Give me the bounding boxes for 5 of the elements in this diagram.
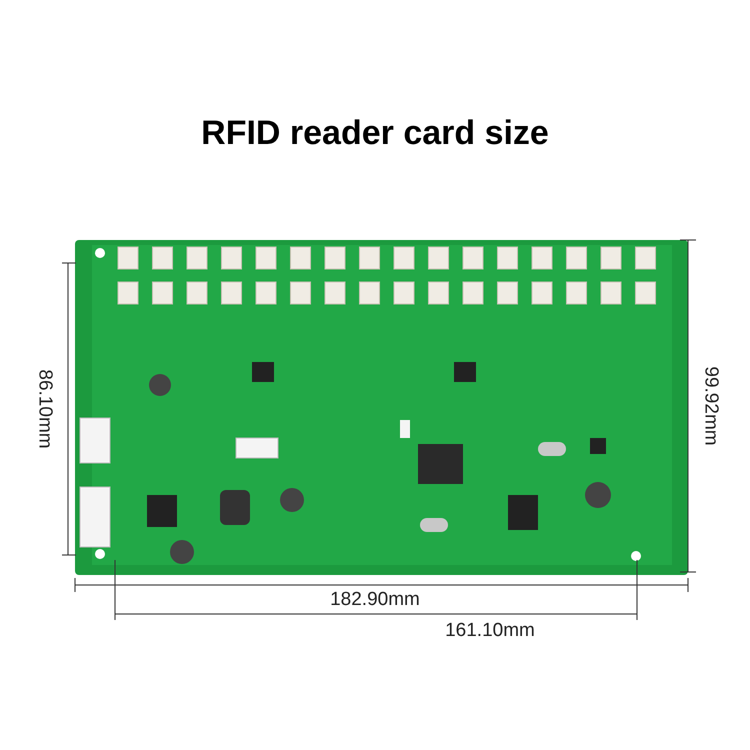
title: RFID reader card size xyxy=(201,113,549,154)
dimension-label: 161.10mm xyxy=(445,618,535,643)
dimension-label: 182.90mm xyxy=(330,588,420,612)
dimension-label: 86.10mm xyxy=(33,369,56,449)
dimension-label: 99.92mm xyxy=(699,366,722,446)
